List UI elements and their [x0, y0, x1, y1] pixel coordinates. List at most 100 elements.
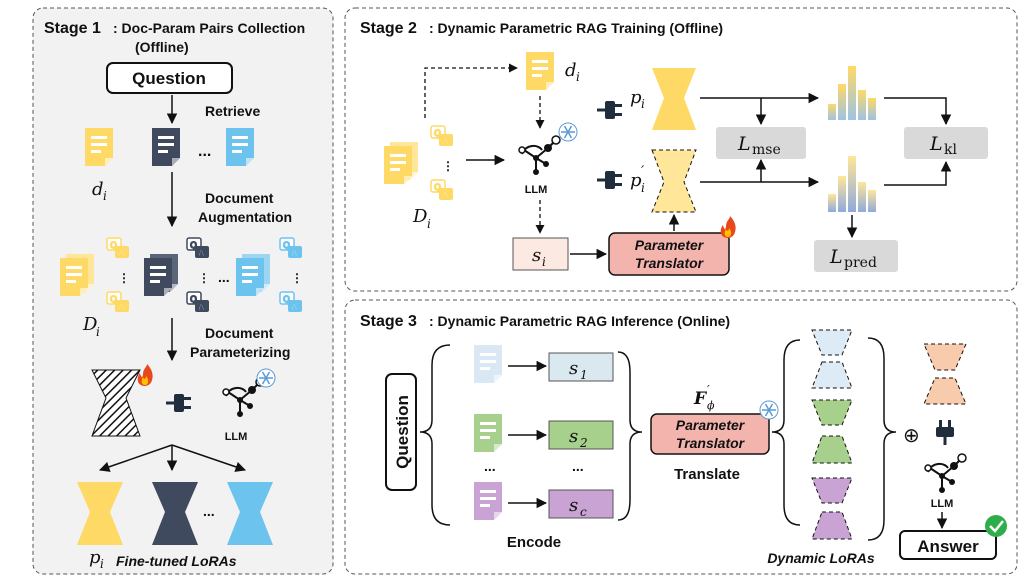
augmented-docs-navy: ⋮	[144, 237, 210, 313]
s2-box	[548, 420, 614, 450]
stage1-dots-1: ...	[198, 143, 211, 160]
stage1-title: : Doc-Param Pairs Collection	[113, 20, 305, 36]
dynamic-lora-2	[811, 399, 853, 464]
distribution-p	[828, 66, 876, 120]
lora-navy-icon	[152, 482, 198, 545]
sc-sub: c	[580, 505, 587, 519]
stage2-s-sub: i	[542, 255, 546, 269]
sc-box	[548, 489, 614, 519]
stage1-title-sub: (Offline)	[135, 39, 189, 55]
s2-label: s	[569, 426, 578, 447]
sc-label: s	[569, 495, 578, 516]
f-sub: ϕ	[707, 399, 715, 412]
stage2-doc-icon	[526, 52, 554, 90]
stage2-llm-label: LLM	[525, 184, 548, 196]
stage2-s-label: s	[532, 245, 541, 266]
distribution-pprime	[828, 156, 876, 212]
stage3-question-box	[385, 373, 417, 491]
stage1-set-sub: i	[96, 325, 100, 339]
stage3-doc-green	[474, 414, 502, 452]
encode-label: Encode	[507, 534, 561, 551]
translate-label: Translate	[674, 466, 740, 483]
stage2-translator-line2: Translator	[635, 255, 705, 271]
stage1-doc-sub: i	[103, 189, 107, 203]
answer-box	[899, 530, 997, 560]
right-brace	[771, 339, 801, 526]
stage3-translator-box	[650, 413, 770, 455]
trainable-lora-icon	[91, 369, 141, 437]
stage2-title-prefix: Stage 2	[360, 20, 417, 37]
stage2-panel: Stage 2 : Dynamic Parametric RAG Trainin…	[344, 7, 1018, 292]
stage1-question: Question	[132, 69, 206, 88]
stage3-title: : Dynamic Parametric RAG Inference (Onli…	[429, 313, 730, 329]
stage2-p-sub: i	[641, 97, 645, 111]
augmented-docs-yellow: ⋮	[60, 237, 130, 313]
stage2-p-label: p	[630, 87, 642, 108]
stage1-lora-sub: i	[100, 557, 104, 571]
loss-kl-label: L	[929, 133, 943, 155]
loss-pred-box	[814, 240, 898, 272]
stage3-panel: Stage 3 : Dynamic Parametric RAG Inferen…	[344, 299, 1018, 575]
f-mark: ′	[707, 383, 710, 397]
stage2-lora-p	[652, 68, 696, 130]
stage1-doc-label: d	[92, 179, 104, 200]
s1-box	[548, 352, 614, 382]
stage3-question: Question	[393, 395, 412, 469]
dynamic-lora-3	[811, 477, 853, 540]
dynamic-lora-1	[811, 329, 853, 389]
f-label: F	[693, 389, 708, 409]
middle-brace	[617, 351, 643, 521]
loss-kl-box	[904, 127, 988, 159]
stage2-lora-pprime	[651, 149, 697, 213]
svg-text:⋮: ⋮	[442, 159, 454, 173]
aug-line2: Augmentation	[198, 209, 292, 225]
augmented-docs-blue: ⋮	[236, 237, 303, 313]
answer-label: Answer	[917, 537, 979, 556]
document-icon-navy	[152, 128, 180, 166]
lora-blue-icon	[227, 482, 273, 545]
lora-caption: Fine-tuned LoRAs	[116, 553, 237, 569]
stage3-snowflake-icon	[759, 400, 779, 420]
stage2-translator-box	[608, 232, 730, 276]
s2-sub: 2	[579, 436, 588, 450]
svg-text:⋮: ⋮	[198, 271, 210, 285]
loss-pred-sub: pred	[844, 255, 877, 271]
param-line2: Parameterizing	[190, 344, 290, 360]
stage3-dots-2: ...	[572, 458, 584, 474]
stage1-question-box	[106, 62, 233, 94]
stage3-translator-line1: Parameter	[676, 417, 746, 433]
stage2-doc-label: d	[565, 60, 577, 81]
retrieve-label: Retrieve	[205, 103, 260, 119]
s1-sub: 1	[580, 368, 588, 382]
stage3-doc-purple	[474, 482, 502, 520]
final-brace	[867, 337, 897, 541]
stage3-translator-line2: Translator	[676, 435, 746, 451]
loss-mse-sub: mse	[752, 142, 781, 158]
merged-lora	[923, 343, 967, 405]
document-icon-yellow	[85, 128, 113, 166]
stage2-pprime-sub: i	[641, 181, 645, 195]
stage2-pprime-mark: ′	[641, 164, 645, 180]
left-brace	[419, 344, 451, 526]
stage1-dots-2: ...	[218, 269, 230, 285]
param-line1: Document	[205, 325, 274, 341]
s1-label: s	[569, 358, 578, 379]
loss-kl-sub: kl	[944, 142, 957, 158]
stage3-llm-label: LLM	[931, 498, 954, 510]
stage1-dots-3: ...	[203, 503, 215, 519]
loss-pred-label: L	[829, 246, 843, 268]
svg-text:⋮: ⋮	[291, 271, 303, 285]
stage1-llm-label: LLM	[225, 431, 248, 443]
stage3-doc-light-blue	[474, 345, 502, 383]
stage2-doc-sub: i	[576, 70, 580, 84]
aug-line1: Document	[205, 190, 274, 206]
stage2-snowflake-icon	[558, 122, 578, 142]
stage1-lora-label: p	[89, 547, 101, 568]
stage2-doc-set: ⋮	[384, 125, 454, 201]
stage3-dots-1: ...	[484, 458, 496, 474]
loss-mse-label: L	[737, 133, 751, 155]
stage1-set-label: D	[82, 314, 98, 335]
stage2-set-label: D	[412, 206, 428, 227]
stage1-title-prefix: Stage 1	[44, 20, 101, 37]
stage2-set-sub: i	[427, 217, 431, 231]
